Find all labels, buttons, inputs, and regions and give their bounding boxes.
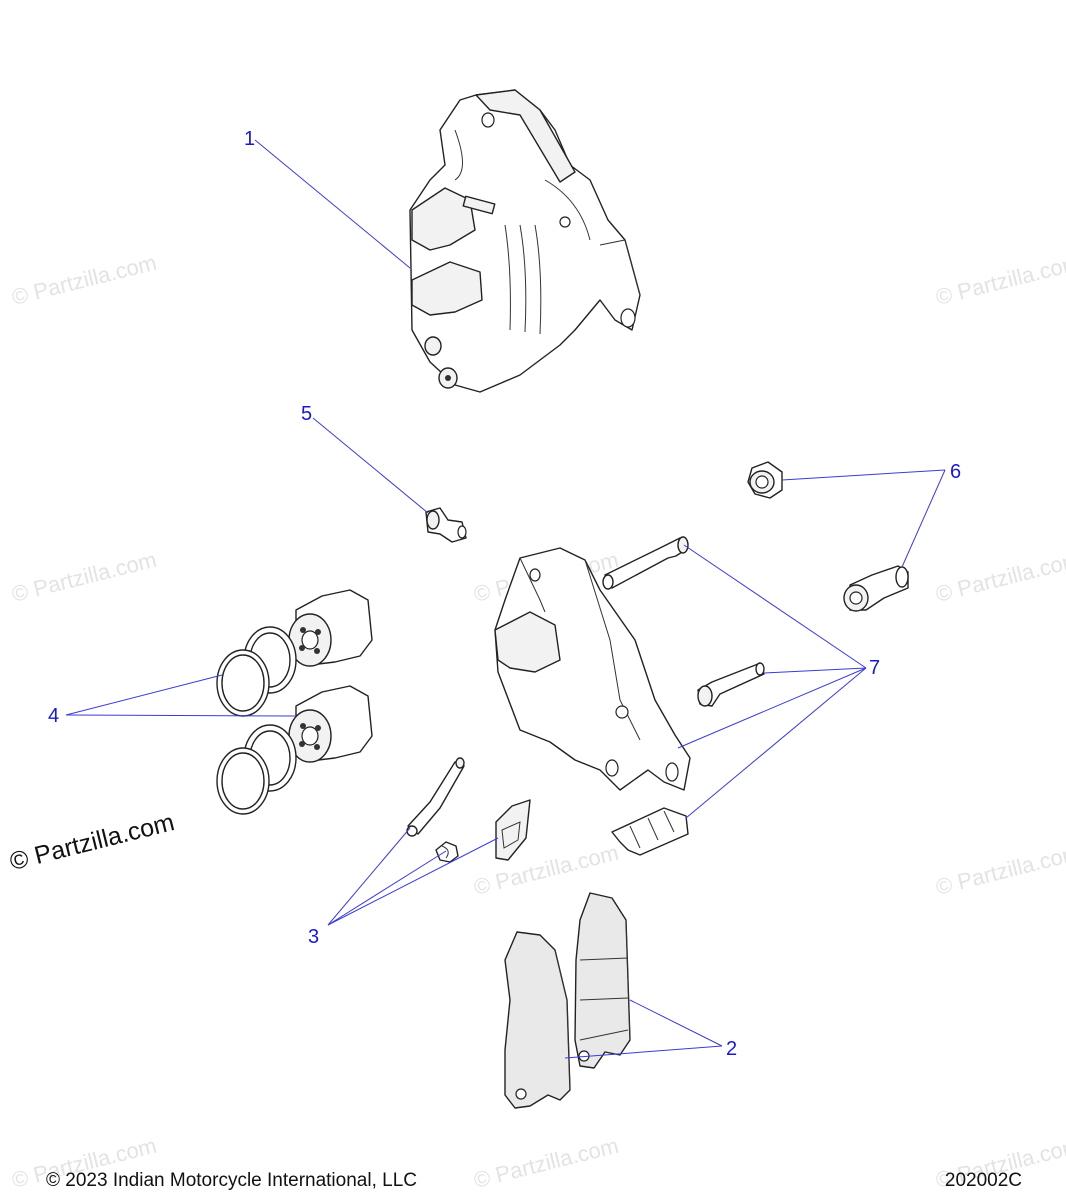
piston-lower xyxy=(288,685,373,763)
leader-lines xyxy=(65,139,946,1059)
caliper-assembly xyxy=(409,89,641,393)
caliper-bracket xyxy=(494,547,691,791)
callout-7: 7 xyxy=(869,657,880,679)
callout-4: 4 xyxy=(48,705,59,727)
callout-1: 1 xyxy=(244,128,255,150)
leader-2a xyxy=(629,999,723,1047)
watermark: © Partzilla.com xyxy=(471,840,621,900)
piston-seals-upper xyxy=(216,626,297,717)
bushing-lower xyxy=(843,565,909,612)
leader-4a xyxy=(65,674,223,716)
bleeder-valve xyxy=(425,507,467,543)
watermark: © Partzilla.com xyxy=(933,250,1066,310)
watermark: © Partzilla.com xyxy=(9,547,159,607)
leader-6b xyxy=(901,469,946,568)
watermark: © Partzilla.com xyxy=(933,840,1066,900)
pad-pin xyxy=(406,757,465,837)
copyright-notice: © 2023 Indian Motorcycle International, … xyxy=(46,1170,417,1191)
callouts: 1 5 6 7 4 3 2 xyxy=(48,128,961,1060)
leader-7a xyxy=(683,544,867,669)
leader-5 xyxy=(312,417,429,514)
pad-spring-clip xyxy=(611,807,689,856)
leader-3a xyxy=(327,827,411,926)
brake-pad-right xyxy=(574,892,631,1069)
leader-2b xyxy=(564,1045,723,1059)
pin-retainer-clip xyxy=(435,841,459,863)
bushing-upper xyxy=(747,461,783,499)
leader-1 xyxy=(254,139,411,269)
callout-5: 5 xyxy=(301,403,312,425)
drawing-code: 202002C xyxy=(944,1170,1022,1191)
callout-6: 6 xyxy=(950,461,961,483)
watermark: © Partzilla.com xyxy=(9,250,159,310)
callout-3: 3 xyxy=(308,926,319,948)
leader-6a xyxy=(781,469,946,481)
leader-7b xyxy=(763,667,867,674)
leader-7c xyxy=(677,667,867,749)
piston-seals-lower xyxy=(216,724,297,815)
piston-upper xyxy=(288,589,373,667)
guide-pin-lower xyxy=(697,662,765,707)
watermark: © Partzilla.com xyxy=(933,547,1066,607)
brake-pad-left xyxy=(504,931,571,1109)
callout-2: 2 xyxy=(726,1038,737,1060)
watermark: © Partzilla.com xyxy=(471,1133,621,1193)
pad-retainer-plate xyxy=(495,799,531,861)
leader-7d xyxy=(685,667,867,819)
leader-4b xyxy=(65,714,297,717)
leader-3c xyxy=(327,837,499,926)
leader-3b xyxy=(327,850,447,926)
